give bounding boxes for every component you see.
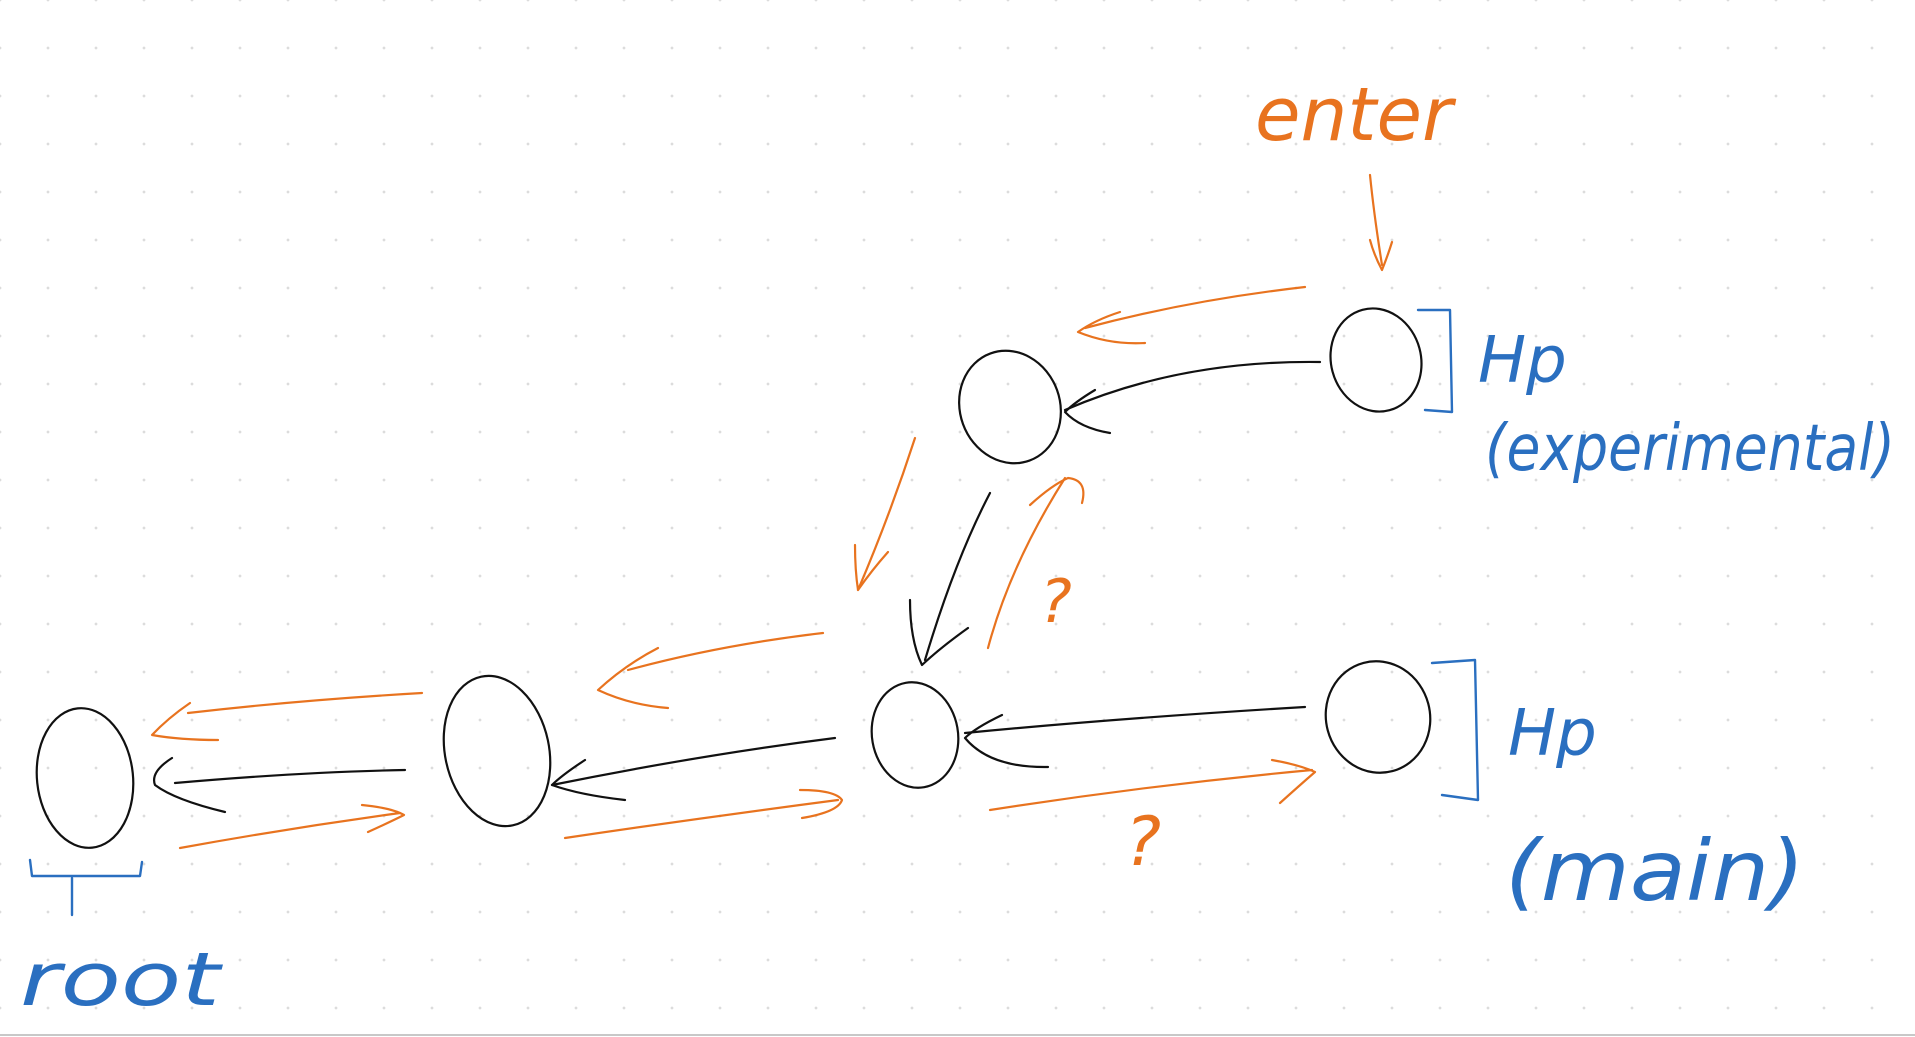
edge-second-to-root: [153, 756, 407, 814]
edge-exp-parent-to-third: [908, 491, 992, 667]
node-experimental-head: [1329, 307, 1423, 413]
edge-main-head-to-third: [963, 705, 1307, 769]
edge-third-to-second: [550, 736, 837, 802]
edge-exp-head-to-exp-parent: [1063, 360, 1322, 435]
arrow-third-up-to-exp-parent: [986, 476, 1085, 650]
arrow-second-to-root: [150, 691, 424, 742]
label-question-lower: ?: [1125, 803, 1161, 882]
page-bottom-edge: [0, 1034, 1915, 1036]
bracket-hp-main: [1430, 658, 1480, 802]
arrow-root-to-second: [178, 803, 406, 850]
label-hp-experimental: Hp: [1478, 324, 1567, 398]
node-experimental-parent: [958, 349, 1062, 465]
node-root: [35, 707, 135, 849]
bracket-root: [28, 858, 144, 917]
node-third: [870, 681, 960, 789]
arrow-second-to-third: [563, 788, 844, 840]
arrow-third-to-second: [596, 631, 825, 710]
label-enter: enter: [1255, 72, 1457, 158]
node-main-head: [1324, 660, 1432, 774]
arrow-third-to-main-head: [988, 758, 1317, 812]
arrow-exp-parent-down: [853, 436, 917, 592]
label-root: root: [20, 937, 224, 1023]
label-question-upper: ?: [1040, 567, 1072, 637]
label-main: (main): [1505, 822, 1805, 920]
arrow-exp-head-to-exp-parent: [1076, 285, 1307, 345]
label-experimental: (experimental): [1485, 412, 1895, 486]
enter-arrow: [1368, 173, 1394, 272]
node-second: [442, 674, 552, 828]
bracket-hp-experimental: [1416, 308, 1454, 414]
label-hp-main: Hp: [1508, 697, 1597, 771]
traversal-arrows: [150, 173, 1394, 850]
